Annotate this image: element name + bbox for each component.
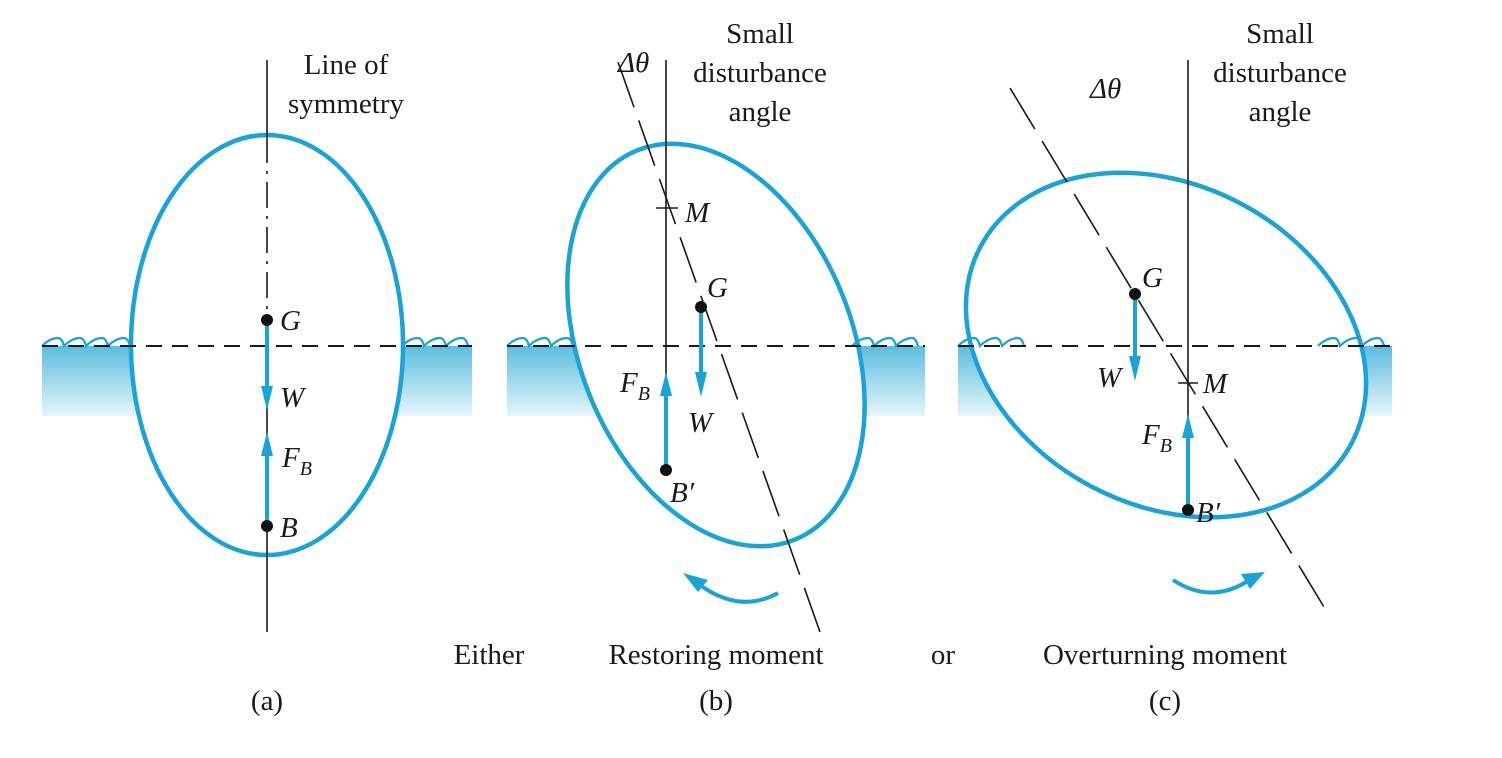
label-G-b: G [707,272,728,304]
disturbance-label-line2-b: disturbance [693,57,827,89]
disturbance-label-line2-c: disturbance [1213,57,1347,89]
disturbance-label-line1-b: Small [726,18,794,50]
disturbance-label-line3-c: angle [1249,96,1312,128]
restoring-moment-arrow [698,583,779,604]
tilted-axis-c [1009,87,1325,608]
waves-left-c [957,336,1026,349]
caption-c: (c) [1149,685,1181,717]
center-of-gravity-b [695,301,707,313]
weight-arrowhead-b [695,372,707,397]
waves-right-a [401,336,470,349]
buoyancy-arrowhead-b [660,372,672,396]
axis-label-line2-a: symmetry [288,88,404,120]
label-FB-c: FB [1141,419,1172,457]
label-FB-b: FB [619,367,650,405]
angle-label-b: Δθ [617,47,649,79]
label-FB-a: FB [281,442,312,480]
connector-either: Either [454,639,525,671]
waves-right-c [1317,336,1386,349]
tilted-axis-b [617,61,821,633]
panel-b: Δθ Small disturbance angle M G FB W B′ R… [506,18,925,717]
label-FB-sub-b: B [638,383,650,405]
connector-or: or [931,639,956,671]
label-W-a: W [280,382,307,414]
label-FB-sub-a: B [300,458,312,480]
overturning-moment-arrowhead [1241,572,1265,589]
label-B-b: B′ [670,477,695,509]
panel-a: Line of symmetry G W FB B (a) [41,49,472,717]
label-W-c: W [1097,362,1124,394]
waves-left-a [41,336,132,349]
center-of-buoyancy-a [261,520,273,532]
center-of-buoyancy-b [660,464,672,476]
label-FB-main-c: F [1141,419,1160,451]
label-B-c: B′ [1196,497,1221,529]
disturbance-label-line1-c: Small [1246,18,1314,50]
weight-arrowhead-c [1129,356,1141,381]
label-G-c: G [1142,262,1163,294]
label-G-a: G [280,305,301,337]
waves-left-b [506,336,575,349]
label-B-a: B [280,512,298,544]
panel-c: Δθ Small disturbance angle G W M FB B′ O… [957,18,1392,717]
label-FB-main-a: F [281,442,300,474]
caption-a: (a) [251,685,283,717]
waves-right-b [851,336,920,349]
label-FB-main-b: F [619,367,638,399]
caption-b: (b) [699,685,733,717]
angle-label-c: Δθ [1089,73,1121,105]
moment-label-c: Overturning moment [1043,639,1287,671]
center-of-gravity-a [261,314,273,326]
label-W-b: W [688,407,715,439]
restoring-moment-arrowhead [683,573,708,592]
disturbance-label-line3-b: angle [729,96,792,128]
overturning-moment-arrow [1171,578,1248,595]
axis-label-line1-a: Line of [304,49,389,81]
label-M-c: M [1202,368,1229,400]
center-of-gravity-c [1129,288,1141,300]
buoyancy-arrowhead-a [261,432,273,456]
label-FB-sub-c: B [1160,435,1172,457]
label-M-b: M [684,197,711,229]
center-of-buoyancy-c [1182,504,1194,516]
buoyancy-arrowhead-c [1182,414,1194,438]
moment-label-b: Restoring moment [608,639,823,671]
weight-arrowhead-a [261,386,273,410]
